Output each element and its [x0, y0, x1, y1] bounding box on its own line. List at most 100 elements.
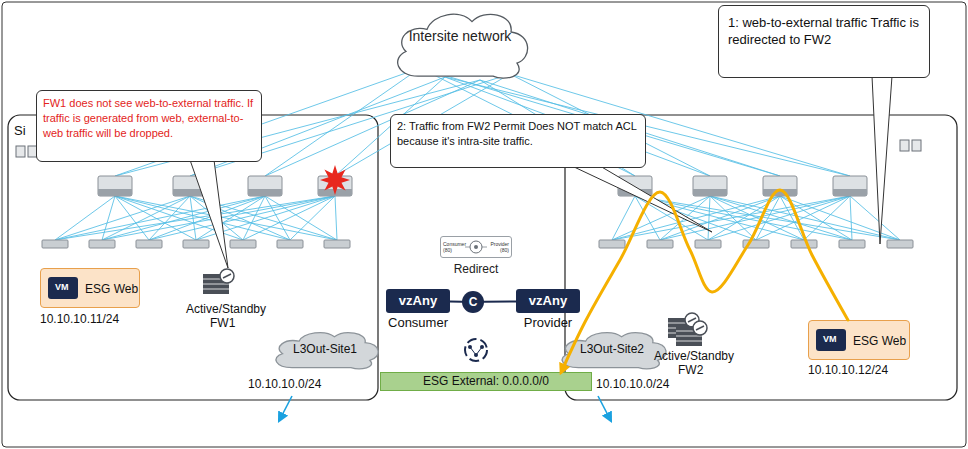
fabric-link	[55, 196, 190, 240]
node-text: ESG Web	[853, 321, 906, 361]
orchestrator-link	[470, 347, 482, 355]
node-text: ESG External: 0.0.0.0/0	[381, 373, 591, 390]
firewall-badge	[220, 269, 234, 283]
leaf-switch	[599, 240, 625, 248]
spine-base	[693, 189, 727, 196]
fabric-link	[149, 196, 335, 240]
orchestrator-ring	[465, 339, 487, 361]
spine-body	[98, 176, 132, 196]
node-subtext: Provider	[516, 315, 580, 330]
redirect-graph-device-dot	[474, 245, 478, 249]
traffic-path	[561, 190, 848, 372]
firewall-name: FW2	[678, 364, 703, 378]
leaf-switch	[695, 240, 721, 248]
fabric-link	[115, 196, 149, 240]
ip-address: 10.10.10.11/24	[40, 313, 119, 327]
firewall-icon	[676, 321, 707, 346]
vm-icon-text: VM	[823, 334, 837, 344]
firewall-badge-mark	[696, 326, 704, 330]
node-text: FW1 does not see web-to-external traffic…	[43, 96, 257, 141]
contract-epg-box: vzAnyConsumer	[386, 289, 450, 331]
fabric-link	[804, 196, 850, 240]
fabric-link	[635, 196, 852, 240]
firewall-icon	[203, 269, 234, 294]
spine-body	[248, 176, 282, 196]
spine-base	[833, 189, 867, 196]
callout-box: 2: Traffic from FW2 Permit Does NOT matc…	[390, 114, 646, 168]
spine-base	[98, 189, 132, 196]
node-text: C	[462, 291, 484, 313]
leaf-switch	[89, 240, 115, 248]
spine-switch	[693, 176, 727, 196]
fabric-link	[710, 196, 900, 240]
cloud-shape	[385, 6, 535, 84]
site-icon	[912, 140, 921, 151]
node-text: ESG Web	[85, 269, 138, 309]
leaf-switch	[647, 240, 673, 248]
vm-icon-body	[48, 277, 78, 299]
site-name: Si	[14, 124, 26, 139]
fabric-link	[708, 196, 710, 240]
leaf-switch	[324, 240, 350, 248]
route-arrow	[279, 396, 292, 421]
node-subtext: Provider (80)	[487, 241, 509, 253]
site-icon	[900, 140, 909, 151]
fabric-link	[265, 196, 290, 240]
callout-box: FW1 does not see web-to-external traffic…	[36, 90, 262, 162]
fabric-link	[55, 196, 265, 240]
fabric-link	[708, 196, 850, 240]
orchestrator-icon	[465, 339, 487, 361]
fabric-link	[102, 196, 115, 240]
firewall-mode: Active/Standby	[186, 303, 266, 317]
spine-switch	[763, 176, 797, 196]
spine-base	[763, 189, 797, 196]
spine-switch	[833, 176, 867, 196]
contract-symbol: C	[462, 291, 484, 313]
fabric-link	[612, 196, 635, 240]
callout-pointer	[872, 76, 892, 244]
node-text: vzAny	[516, 289, 580, 313]
fabric-link	[612, 196, 850, 240]
node-text: L3Out-Site1	[266, 342, 384, 356]
route-arrow	[598, 396, 611, 421]
external-epg-box: ESG External: 0.0.0.0/0	[380, 372, 592, 391]
callout-pointer	[190, 160, 228, 268]
node-text: Intersite network	[405, 28, 515, 45]
vm-icon-text: VM	[55, 282, 69, 292]
leaf-switch	[277, 240, 303, 248]
firewall-name: FW1	[210, 317, 235, 331]
l3out-cloud: L3Out-Site1	[266, 328, 384, 372]
callout-pointer	[572, 166, 712, 232]
redirect-graph-box: Consumer (80)Provider (80)Redirect	[440, 236, 512, 278]
fabric-link	[850, 196, 900, 240]
fabric-link	[756, 196, 780, 240]
node-subtext: Redirect	[440, 262, 512, 276]
node-text: 1: web-to-external traffic Traffic is re…	[728, 14, 922, 48]
spine-switch	[248, 176, 282, 196]
firewall-mode: Active/Standby	[654, 350, 734, 364]
redirect-graph-device	[470, 241, 482, 253]
firewall-badge	[693, 321, 707, 335]
node-text: 2: Traffic from FW2 Permit Does NOT matc…	[397, 119, 641, 149]
spine-base	[248, 189, 282, 196]
subnet-label: 10.10.10.0/24	[596, 378, 669, 392]
fabric-link	[660, 196, 780, 240]
fabric-link	[243, 196, 335, 240]
spine-body	[833, 176, 867, 196]
fabric-link	[55, 196, 335, 240]
leaf-switch	[230, 240, 256, 248]
cloud-outline	[398, 14, 528, 78]
vm-icon-body	[816, 329, 846, 351]
ip-address: 10.10.10.12/24	[808, 364, 888, 378]
leaf-switch	[743, 240, 769, 248]
firewall-badge-mark	[688, 318, 696, 322]
failure-burst	[320, 165, 350, 195]
contract-link	[484, 300, 516, 302]
site-icon	[16, 146, 25, 157]
firewall-brick	[676, 341, 702, 342]
spine-body	[693, 176, 727, 196]
node-subtext: Consumer	[386, 315, 450, 330]
